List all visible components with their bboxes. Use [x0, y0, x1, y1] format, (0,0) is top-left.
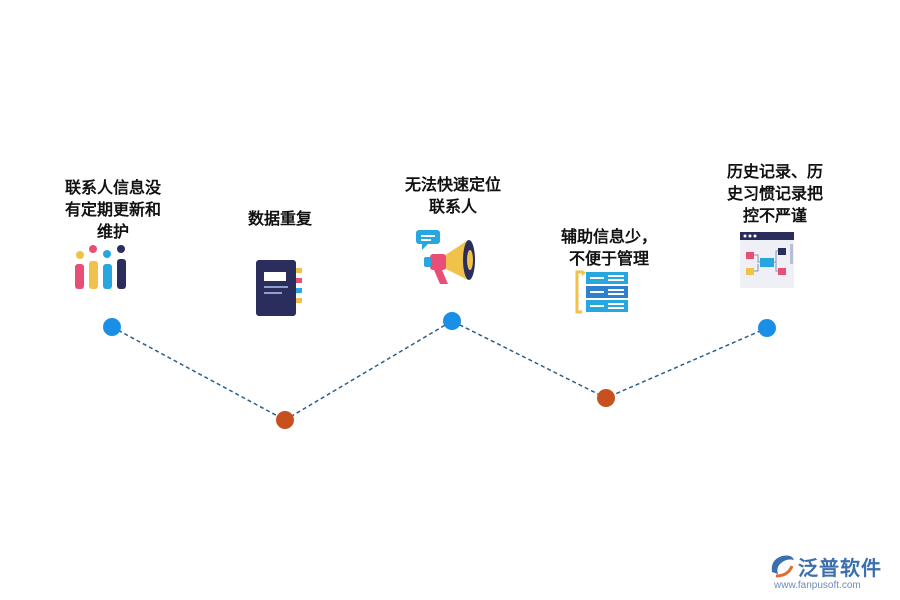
brand-logo [771, 555, 794, 578]
timeline-node-2 [276, 411, 294, 429]
flowchart-icon [740, 232, 794, 288]
bar-chart-icon [75, 245, 126, 289]
megaphone-icon [416, 230, 475, 284]
server-list-icon [575, 270, 628, 314]
timeline-node-4 [597, 389, 615, 407]
brand-name: 泛普软件 [798, 556, 882, 580]
item-3-label: 无法快速定位 联系人 [404, 175, 501, 216]
connector-line [111, 320, 768, 421]
brand-watermark: 泛普软件 www.fanpusoft.com [768, 552, 894, 596]
notebook-icon [256, 260, 302, 316]
item-2-label: 数据重复 [247, 209, 312, 228]
timeline-node-3 [443, 312, 461, 330]
timeline-node-1 [103, 318, 121, 336]
timeline-node-5 [758, 319, 776, 337]
item-1-label: 联系人信息没 有定期更新和 维护 [64, 178, 161, 241]
item-5-label: 历史记录、历 史习惯记录把 控不严谨 [726, 162, 823, 225]
item-4-label: 辅助信息少， 不便于管理 [560, 227, 657, 268]
brand-url: www.fanpusoft.com [774, 580, 861, 591]
